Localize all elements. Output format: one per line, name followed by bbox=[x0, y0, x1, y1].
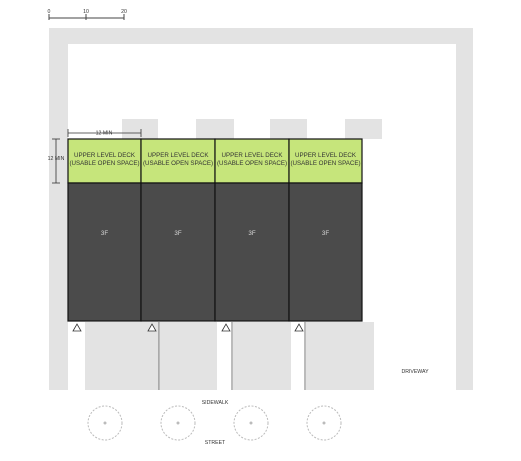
scale-bar-tick-label: 0 bbox=[48, 9, 51, 15]
deck-label: UPPER LEVEL DECK bbox=[74, 152, 136, 159]
townhouse-unit: UPPER LEVEL DECK (USABLE OPEN SPACE) 3F bbox=[67, 138, 142, 322]
street-trees bbox=[87, 405, 342, 441]
street-label: STREET bbox=[205, 440, 226, 446]
deck-sublabel: (USABLE OPEN SPACE) bbox=[69, 160, 139, 167]
townhouse-unit: UPPER LEVEL DECK (USABLE OPEN SPACE) 3F bbox=[140, 138, 216, 322]
entry-arrows bbox=[72, 323, 304, 332]
upper-level-deck bbox=[67, 138, 142, 184]
width-dimension-label: 12 MIN bbox=[96, 131, 113, 137]
driveway-strips bbox=[85, 322, 374, 390]
patio-pad bbox=[270, 119, 307, 139]
driveway-strip bbox=[160, 322, 217, 390]
townhouse-units: UPPER LEVEL DECK (USABLE OPEN SPACE) 3F … bbox=[67, 138, 363, 322]
driveway-strip bbox=[306, 322, 374, 390]
dimension-annotations: 12 MIN 12 MIN bbox=[48, 129, 142, 184]
patio-pad bbox=[196, 119, 234, 139]
driveway-strip bbox=[233, 322, 291, 390]
upper-level-deck bbox=[140, 138, 216, 184]
site-edge-left bbox=[49, 28, 68, 390]
townhouse-unit: UPPER LEVEL DECK (USABLE OPEN SPACE) 3F bbox=[214, 138, 290, 322]
unit-label: 3F bbox=[101, 230, 108, 237]
entry-arrow-icon bbox=[294, 323, 304, 332]
tree-icon bbox=[306, 405, 342, 441]
driveway-strip bbox=[85, 322, 159, 390]
driveway-label: DRIVEWAY bbox=[401, 369, 429, 375]
building-footprint bbox=[214, 182, 290, 322]
unit-label: 3F bbox=[248, 230, 255, 237]
deck-sublabel: (USABLE OPEN SPACE) bbox=[290, 160, 360, 167]
site-edge-top bbox=[49, 28, 473, 44]
entry-arrow-icon bbox=[72, 323, 82, 332]
entry-arrow-icon bbox=[147, 323, 157, 332]
deck-sublabel: (USABLE OPEN SPACE) bbox=[143, 160, 213, 167]
deck-label: UPPER LEVEL DECK bbox=[148, 152, 210, 159]
building-footprint bbox=[67, 182, 142, 322]
depth-dimension-label: 12 MIN bbox=[48, 156, 65, 162]
upper-level-deck bbox=[288, 138, 363, 184]
scale-bar-tick-label: 20 bbox=[121, 9, 127, 15]
entry-arrow-icon bbox=[221, 323, 231, 332]
tree-icon bbox=[160, 405, 196, 441]
deck-label: UPPER LEVEL DECK bbox=[222, 152, 284, 159]
sidewalk-label: SIDEWALK bbox=[202, 400, 229, 406]
building-footprint bbox=[288, 182, 363, 322]
patio-pad bbox=[122, 119, 158, 139]
tree-icon bbox=[233, 405, 269, 441]
scale-bar-tick-label: 10 bbox=[83, 9, 89, 15]
patio-pad bbox=[345, 119, 382, 139]
unit-label: 3F bbox=[174, 230, 181, 237]
site-edge-right bbox=[456, 28, 473, 390]
tree-icon bbox=[87, 405, 123, 441]
deck-label: UPPER LEVEL DECK bbox=[295, 152, 357, 159]
site-boundary bbox=[49, 28, 473, 390]
scale-bar: 0 10 20 bbox=[48, 9, 127, 20]
building-footprint bbox=[140, 182, 216, 322]
unit-label: 3F bbox=[322, 230, 329, 237]
townhouse-unit: UPPER LEVEL DECK (USABLE OPEN SPACE) 3F bbox=[288, 138, 363, 322]
rear-patio-pads bbox=[122, 119, 382, 139]
deck-sublabel: (USABLE OPEN SPACE) bbox=[217, 160, 287, 167]
